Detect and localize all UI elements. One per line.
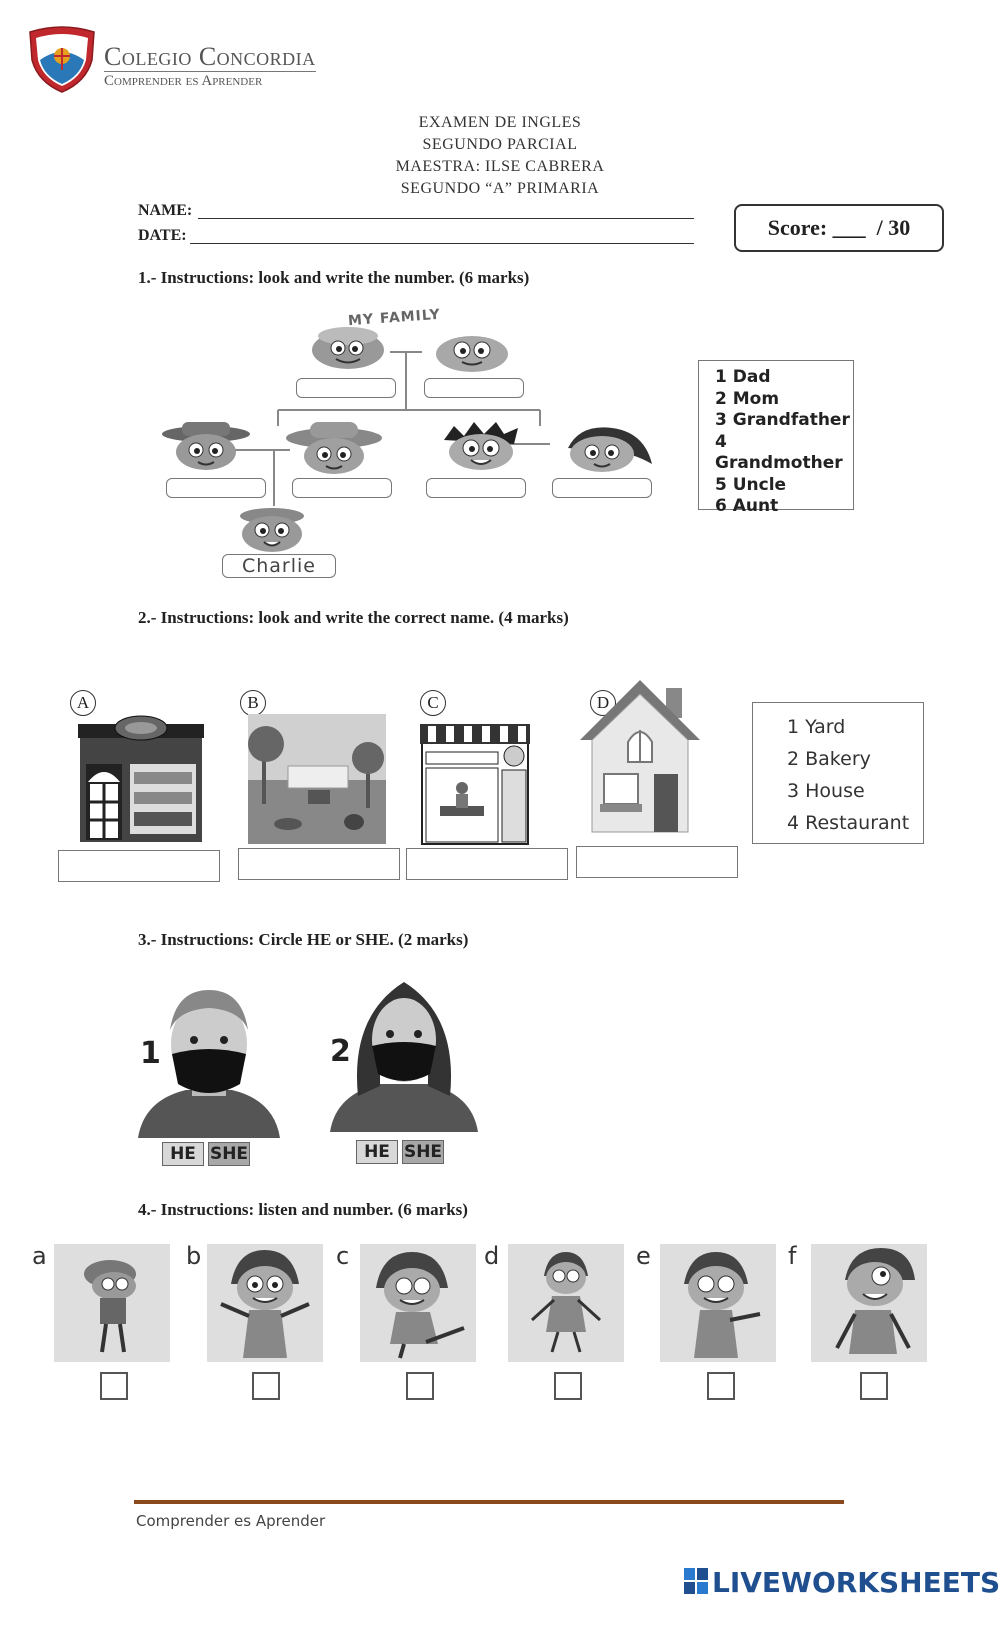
score-box: Score: ___ / 30	[734, 204, 944, 252]
date-line[interactable]	[190, 243, 694, 244]
uncle-face-icon	[438, 420, 524, 479]
restaurant-image-icon	[420, 722, 530, 851]
answer-box-grandfather[interactable]	[296, 378, 396, 398]
character-waving-icon	[220, 1250, 310, 1358]
action-picture-f	[811, 1244, 927, 1362]
yard-image-icon	[248, 714, 386, 849]
action-picture-d	[508, 1244, 624, 1362]
score-label: Score: ___ / 30	[767, 215, 911, 240]
mom-face-icon	[284, 418, 384, 483]
place-letter-a: A	[70, 690, 96, 716]
section4-instruction: 4.- Instructions: listen and number. (6 …	[138, 1200, 468, 1219]
answer-box-place-b[interactable]	[238, 848, 400, 880]
school-logo	[26, 26, 98, 94]
place-options-box: 1 Yard 2 Bakery 3 House 4 Restaurant	[752, 702, 924, 844]
action-letter-d: d	[484, 1242, 500, 1270]
action-letter-a: a	[32, 1242, 47, 1270]
place-option: 1 Yard	[787, 716, 846, 738]
action-letter-f: f	[788, 1242, 797, 1270]
grandmother-face-icon	[432, 330, 512, 379]
answer-box-place-c[interactable]	[406, 848, 568, 880]
character-kicking-icon	[376, 1252, 465, 1359]
place-letter-b: B	[240, 690, 266, 716]
liveworksheets-logo-icon	[684, 1568, 708, 1599]
header-line-4: SEGUNDO “A” PRIMARIA	[400, 180, 600, 197]
place-option: 4 Restaurant	[787, 812, 910, 834]
character-pointing-icon	[684, 1252, 761, 1358]
name-line[interactable]	[198, 218, 694, 219]
school-motto: Comprender es Aprender	[104, 73, 263, 89]
action-letter-c: c	[336, 1242, 350, 1270]
character-jumping-icon	[530, 1252, 602, 1353]
grandfather-face-icon	[308, 326, 388, 377]
family-option: 2 Mom	[715, 388, 780, 409]
liveworksheets-brand: LIVEWORKSHEETS	[712, 1566, 1000, 1599]
family-options-box: 1 Dad 2 Mom 3 Grandfather 4 Grandmother …	[698, 360, 854, 516]
checkbox-b[interactable]	[252, 1372, 280, 1400]
footer-rule	[134, 1500, 844, 1504]
answer-box-place-a[interactable]	[58, 850, 220, 882]
house-image-icon	[578, 678, 702, 839]
he-option-1[interactable]: HE	[162, 1142, 204, 1166]
answer-box-grandmother[interactable]	[424, 378, 524, 398]
person-number-1: 1	[140, 1036, 161, 1071]
dad-face-icon	[160, 418, 252, 479]
action-picture-e	[660, 1244, 776, 1362]
place-option: 3 House	[787, 780, 865, 802]
date-label: DATE:	[138, 227, 187, 244]
answer-box-mom[interactable]	[292, 478, 392, 498]
place-option: 2 Bakery	[787, 748, 871, 770]
family-option: 4 Grandmother	[715, 431, 843, 474]
school-emblem-icon	[29, 26, 95, 93]
action-picture-a	[54, 1244, 170, 1362]
family-option: 3 Grandfather	[715, 410, 850, 430]
action-picture-c	[360, 1244, 476, 1362]
checkbox-e[interactable]	[707, 1372, 735, 1400]
family-option: 5 Uncle	[715, 474, 787, 495]
he-option-2[interactable]: HE	[356, 1140, 398, 1164]
answer-box-place-d[interactable]	[576, 846, 738, 878]
footer-text: Comprender es Aprender	[136, 1512, 326, 1530]
section2-instruction: 2.- Instructions: look and write the cor…	[138, 608, 569, 627]
answer-box-uncle[interactable]	[426, 478, 526, 498]
place-letter-d: D	[590, 690, 616, 716]
she-option-1[interactable]: SHE	[208, 1142, 250, 1166]
woman-with-mask-icon	[328, 976, 480, 1141]
answer-box-aunt[interactable]	[552, 478, 652, 498]
section1-instruction: 1.- Instructions: look and write the num…	[138, 268, 530, 287]
name-label: NAME:	[138, 202, 193, 219]
place-letter-c: C	[420, 690, 446, 716]
aunt-face-icon	[560, 424, 656, 481]
action-letter-e: e	[636, 1242, 651, 1270]
charlie-label: Charlie	[222, 554, 336, 578]
character-bending-icon	[84, 1260, 136, 1353]
she-option-2[interactable]: SHE	[402, 1140, 444, 1164]
header-line-1: EXAMEN DE INGLES	[418, 114, 582, 131]
header-line-3: MAESTRA: ILSE CABRERA	[395, 158, 605, 175]
action-picture-b	[207, 1244, 323, 1362]
man-with-mask-icon	[136, 980, 282, 1145]
character-looking-up-icon	[835, 1248, 915, 1354]
section3-instruction: 3.- Instructions: Circle HE or SHE. (2 m…	[138, 930, 469, 949]
action-letter-b: b	[186, 1242, 202, 1270]
family-option: 6 Aunt	[715, 496, 779, 516]
answer-box-dad[interactable]	[166, 478, 266, 498]
charlie-face-icon	[232, 504, 312, 559]
checkbox-d[interactable]	[554, 1372, 582, 1400]
school-name: Colegio Concordia	[104, 42, 316, 72]
checkbox-f[interactable]	[860, 1372, 888, 1400]
person-number-2: 2	[330, 1034, 351, 1069]
checkbox-a[interactable]	[100, 1372, 128, 1400]
family-option: 1 Dad	[715, 367, 771, 387]
checkbox-c[interactable]	[406, 1372, 434, 1400]
header-line-2: SEGUNDO PARCIAL	[422, 136, 578, 153]
bakery-image-icon	[78, 714, 204, 849]
